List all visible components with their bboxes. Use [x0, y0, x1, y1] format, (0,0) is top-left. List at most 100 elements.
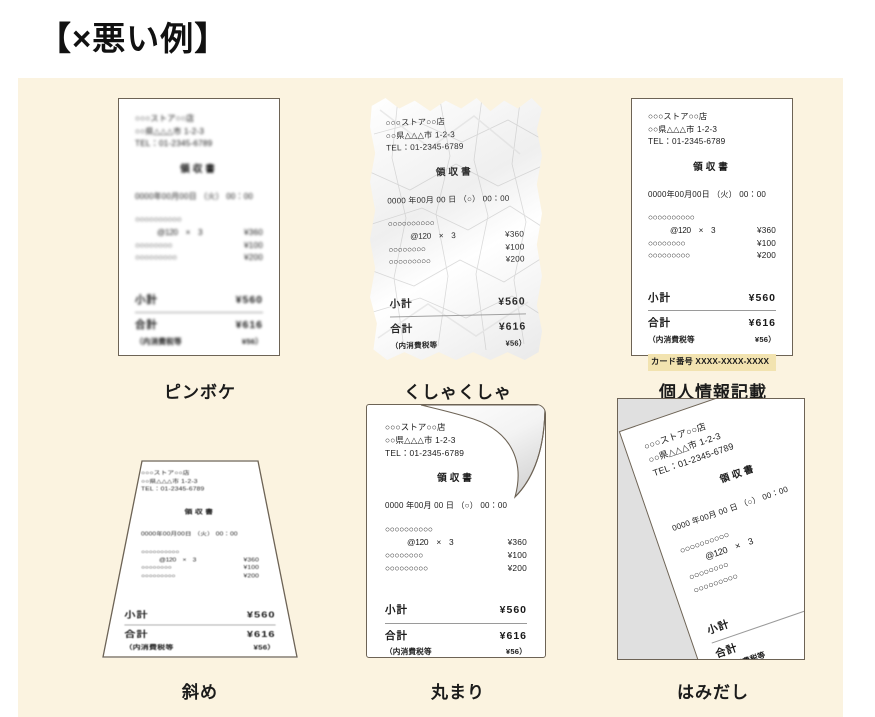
receipt-doc-title: 領収書: [693, 162, 731, 174]
total-value: ¥616: [235, 319, 263, 332]
receipt-header: ○○○ストア○○店 ○○県△△△市 1-2-3 TEL：01-2345-6789: [648, 111, 776, 149]
receipt-subtotal: 小計 ¥560: [389, 292, 526, 315]
total-value: ¥616: [499, 629, 527, 642]
item-name: ○○○○○○○○: [648, 238, 686, 248]
item-name: ○○○○○○○○○: [135, 253, 177, 263]
receipt-total: 合計 ¥616: [124, 627, 275, 644]
item-name: ○○○○○○○○○○: [385, 524, 433, 535]
store-tel: TEL：01-2345-6789: [140, 486, 205, 493]
store-address: ○○県△△△市 1-2-3: [135, 126, 205, 136]
tax-label: （内消費税等: [390, 340, 438, 351]
item-name: ○○○○○○○○○: [388, 257, 431, 268]
tax-label: （内消費税等: [135, 336, 182, 346]
receipt-date: 0000年00月00日 （火） 00：00: [140, 530, 238, 537]
receipt-item-row: ○○○○○○○○○ ¥200: [648, 250, 776, 263]
receipt-date: 0000年00月00日 （火） 00：00: [135, 191, 254, 201]
subtotal-value: ¥560: [498, 295, 526, 309]
crop-frame: ○○○ストア○○店 ○○県△△△市 1-2-3 TEL：01-2345-6789…: [617, 398, 805, 660]
item-name: @120 × 3: [407, 537, 454, 548]
trapezoid-outline-icon: [102, 460, 298, 658]
tax-label: （内消費税等: [648, 334, 695, 344]
item-amount: ¥360: [243, 228, 263, 238]
receipt-date: 0000年00月00日 （火） 00：00: [648, 189, 767, 199]
receipt-total: 合計 ¥616: [385, 626, 527, 646]
receipt-content: ○○○ストア○○店 ○○県△△△市 1-2-3 TEL：01-2345-6789…: [370, 98, 542, 360]
divider: [648, 310, 776, 312]
total-value: ¥616: [246, 630, 276, 640]
receipt-items: ○○○○○○○○○○ @120 × 3 ¥360 ○○○○○○○○ ¥100: [141, 548, 259, 580]
receipt-tax: （内消費税等 ¥56）: [124, 643, 275, 653]
receipt-header: ○○○ストア○○店 ○○県△△△市 1-2-3 TEL：01-2345-6789: [385, 421, 527, 460]
receipt-total: 合計 ¥616: [648, 313, 776, 333]
example-kojinjoho: ○○○ストア○○店 ○○県△△△市 1-2-3 TEL：01-2345-6789…: [583, 98, 843, 403]
receipt-item-row: ○○○○○○○○ ¥100: [385, 549, 527, 562]
receipt-items: ○○○○○○○○○○ @120 × 3 ¥360 ○○○○○○○○ ¥100: [135, 214, 263, 265]
subtotal-label: 小計: [648, 292, 671, 305]
example-caption: くしゃくしゃ: [404, 383, 512, 402]
spacer: [385, 578, 527, 600]
item-amount: ¥200: [507, 563, 527, 574]
receipt-doc-title: 領収書: [437, 473, 475, 485]
item-name: ○○○○○○○○○○: [140, 549, 180, 555]
item-name: @120 × 3: [410, 231, 456, 242]
item-amount: ¥200: [756, 251, 776, 261]
item-amount: ¥100: [243, 240, 263, 250]
example-pinboke: ○○○ストア○○店 ○○県△△△市 1-2-3 TEL：01-2345-6789…: [70, 98, 330, 403]
tax-value: ¥56）: [505, 338, 527, 348]
store-name: ○○○ストア○○店: [140, 469, 190, 476]
receipt-stage: ○○○ストア○○店 ○○県△△△市 1-2-3 TEL：01-2345-6789…: [583, 398, 843, 670]
item-name: ○○○○○○○○○○: [135, 215, 182, 225]
divider: [135, 312, 263, 314]
tax-value: ¥56）: [241, 336, 263, 346]
receipt-header: ○○○ストア○○店 ○○県△△△市 1-2-3 TEL：01-2345-6789: [141, 469, 259, 493]
page-title: 【×悪い例】: [38, 20, 229, 57]
item-amount: ¥360: [756, 226, 776, 236]
subtotal-label: 小計: [124, 610, 149, 621]
receipt-subtotal: 小計 ¥560: [648, 288, 776, 308]
example-caption: ピンボケ: [164, 383, 236, 402]
receipt-doc-title: 領収書: [435, 166, 474, 179]
receipt-stage: ○○○ストア○○店 ○○県△△△市 1-2-3 TEL：01-2345-6789…: [583, 98, 843, 372]
total-label: 合計: [385, 629, 408, 642]
receipt-item-row: ○○○○○○○○○ ¥200: [385, 562, 527, 575]
store-name: ○○○ストア○○店: [135, 114, 195, 123]
item-name: @120 × 3: [670, 226, 716, 236]
item-name: @120 × 3: [157, 228, 203, 238]
item-amount: ¥100: [507, 550, 527, 561]
spacer: [128, 590, 272, 607]
example-caption: はみだし: [677, 683, 749, 702]
receipt-blurry: ○○○ストア○○店 ○○県△△△市 1-2-3 TEL：01-2345-6789…: [118, 98, 280, 356]
receipt-subtotal: 小計 ¥560: [124, 607, 275, 624]
item-amount: ¥360: [505, 229, 525, 239]
receipt-stage: ○○○ストア○○店 ○○県△△△市 1-2-3 TEL：01-2345-6789…: [70, 398, 330, 670]
item-amount: ¥200: [505, 254, 525, 265]
receipt-date: 0000 年00月 00 日 （○） 00：00: [387, 193, 510, 206]
total-label: 合計: [713, 641, 740, 660]
receipt-skewed: ○○○ストア○○店 ○○県△△△市 1-2-3 TEL：01-2345-6789…: [102, 460, 298, 658]
receipt-item-row: ○○○○○○○○ ¥100: [648, 238, 776, 251]
subtotal-label: 小計: [385, 604, 408, 617]
receipt-stage: ○○○ストア○○店 ○○県△△△市 1-2-3 TEL：01-2345-6789…: [70, 98, 330, 370]
divider: [124, 624, 276, 626]
receipt-item-row: ○○○○○○○○○○: [648, 212, 776, 225]
store-name: ○○○ストア○○店: [385, 422, 446, 432]
receipt-header: ○○○ストア○○店 ○○県△△△市 1-2-3 TEL：01-2345-6789: [385, 114, 522, 155]
store-tel: TEL：01-2345-6789: [648, 137, 726, 147]
receipt-item-row: ○○○○○○○○○○: [135, 214, 263, 227]
item-amount: ¥200: [243, 573, 260, 580]
receipt-content: ○○○ストア○○店 ○○県△△△市 1-2-3 TEL：01-2345-6789…: [620, 399, 804, 660]
receipt-item-row: @120 × 3 ¥360: [135, 227, 263, 240]
receipt-curled: ○○○ストア○○店 ○○県△△△市 1-2-3 TEL：01-2345-6789…: [366, 404, 546, 658]
receipt-stage: ○○○ストア○○店 ○○県△△△市 1-2-3 TEL：01-2345-6789…: [328, 398, 588, 670]
examples-grid: ○○○ストア○○店 ○○県△△△市 1-2-3 TEL：01-2345-6789…: [18, 78, 843, 717]
receipt-header: ○○○ストア○○店 ○○県△△△市 1-2-3 TEL：01-2345-6789: [135, 113, 263, 151]
store-tel: TEL：01-2345-6789: [135, 139, 213, 149]
total-label: 合計: [390, 323, 414, 336]
receipt-content: ○○○ストア○○店 ○○県△△△市 1-2-3 TEL：01-2345-6789…: [367, 405, 545, 657]
item-name: ○○○○○○○○: [135, 240, 173, 250]
examples-panel: ○○○ストア○○店 ○○県△△△市 1-2-3 TEL：01-2345-6789…: [18, 78, 843, 717]
store-name: ○○○ストア○○店: [648, 112, 708, 121]
receipt-doc-title: 領収書: [180, 164, 218, 176]
receipt-item-row: ○○○○○○○○○ ¥200: [389, 254, 525, 270]
subtotal-label: 小計: [705, 617, 732, 637]
